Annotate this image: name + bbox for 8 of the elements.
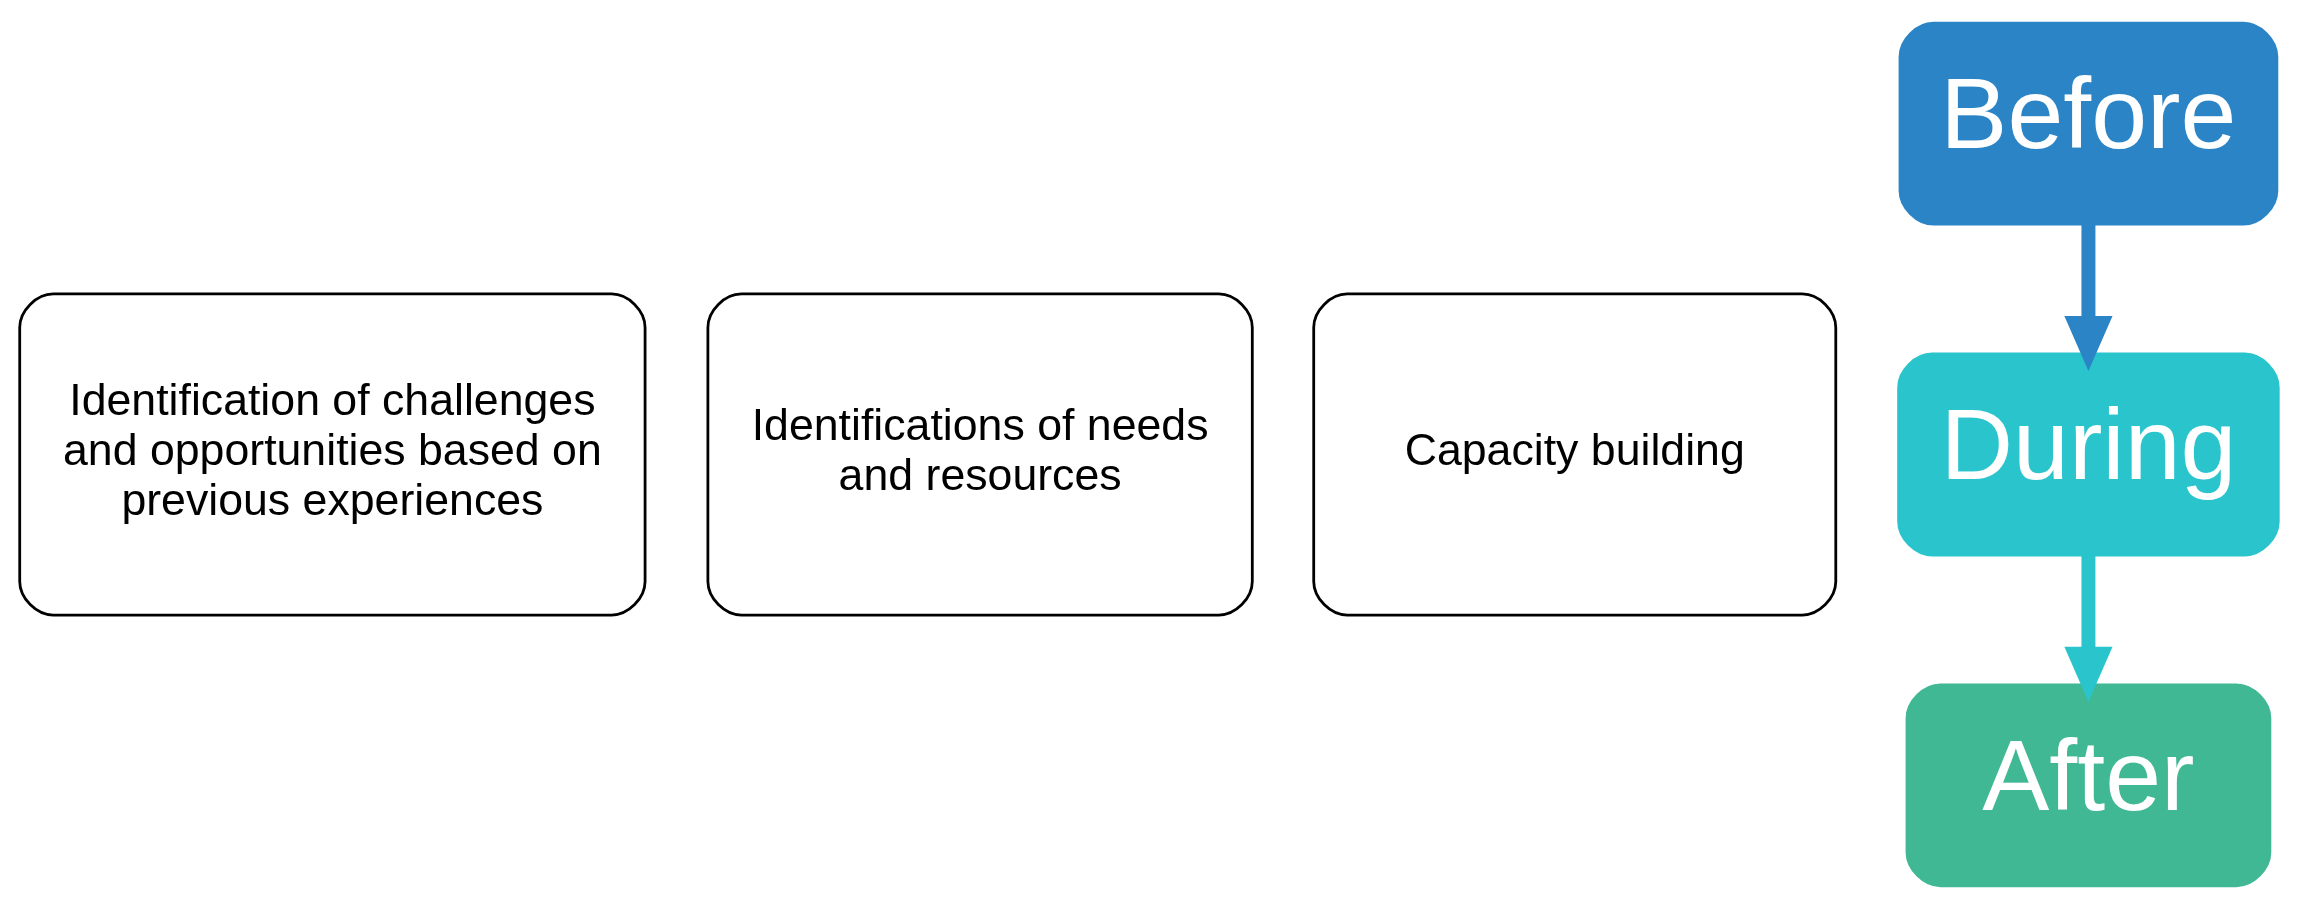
node-box: Identifications of needs and resources [706,292,1254,617]
arrow [2064,555,2113,702]
node-box: Identification of challenges and opportunities based on previous experiences [18,292,647,617]
node-box: Capacity building [1312,292,1838,617]
node-box: During [1897,352,2280,557]
node-box: After [1905,683,2272,888]
arrow [2064,224,2113,371]
node-box: Before [1898,21,2279,226]
